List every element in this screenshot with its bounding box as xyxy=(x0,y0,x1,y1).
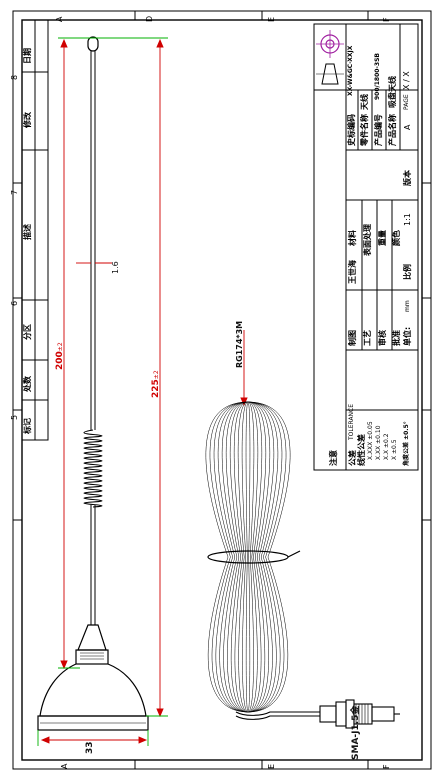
magnetic-base xyxy=(37,624,149,731)
ruler-col-top-e: E xyxy=(267,16,276,22)
ruler-col-bottom-f: F xyxy=(382,764,391,769)
revision-modify-label: 修改 xyxy=(23,112,32,128)
revision-block xyxy=(21,19,49,441)
angle-tolerance: 角度公差 ±0.5° xyxy=(403,421,410,466)
page-value: X / X xyxy=(402,71,411,90)
approve-label: 批准 xyxy=(392,330,401,346)
unit-label: 单位: xyxy=(403,326,412,346)
revision-fileno-label: 处数 xyxy=(23,376,32,392)
sheet-frame xyxy=(12,10,432,770)
extension-lines xyxy=(37,37,168,746)
drawn-value: 王世海 xyxy=(348,260,357,284)
dim-total-label: 225±2 xyxy=(151,370,161,398)
dim-whip-tol: ±2 xyxy=(57,342,64,352)
tolerance-3: X ±0.5 xyxy=(391,439,398,460)
product-name-label: 产品名称 xyxy=(388,114,397,146)
part-name-label: 零件名称 xyxy=(360,114,369,146)
ruler-col-top-a: A xyxy=(55,16,64,22)
scale-value: 1:1 xyxy=(403,213,412,226)
part-name-value: 天线 xyxy=(360,94,369,110)
revision-mark-label: 标记 xyxy=(23,418,32,434)
cable-lead xyxy=(235,711,320,720)
dim-rod-label: 1.6 xyxy=(111,261,120,274)
product-name-value: 吸盘天线 xyxy=(388,76,397,108)
color-label: 颜色 xyxy=(392,230,401,246)
dim-whip-label: 200±2 xyxy=(55,342,65,370)
ruler-row-5: 5 xyxy=(10,414,19,420)
ruler-col-top-d: D xyxy=(145,15,154,22)
ruler-col-bottom-e: E xyxy=(267,763,276,769)
revision-zone-label: 分区 xyxy=(23,324,32,340)
note-label: 注意 xyxy=(329,450,338,466)
product-no-label: 产品编号 xyxy=(374,114,383,146)
revision-date-label: 日期 xyxy=(23,48,32,64)
product-no-value: 900/1800-3SB xyxy=(374,53,381,100)
title-block xyxy=(313,23,419,471)
drawn-label: 制图 xyxy=(348,330,357,346)
tolerance-title: TOLERANCE xyxy=(348,403,355,440)
dimension-lines xyxy=(40,38,248,744)
scale-label: 比例 xyxy=(403,264,412,280)
tolerance-label: 公差 xyxy=(348,450,357,466)
tolerance-1: X.XX ±0.10 xyxy=(375,425,382,460)
tolerance-2: X.X ±0.2 xyxy=(383,433,390,460)
sma-connector xyxy=(319,699,400,729)
revision-description-label: 描述 xyxy=(23,224,32,240)
coiled-cable xyxy=(205,401,291,713)
dim-total-value: 225 xyxy=(151,379,161,398)
check-label: 审核 xyxy=(378,330,387,346)
cable-tie xyxy=(207,550,301,564)
dim-total-tol: ±2 xyxy=(153,370,160,380)
unit-value: mm xyxy=(404,300,411,312)
tolerance-0: X.XXX ±0.05 xyxy=(367,421,374,460)
ruler-row-8: 8 xyxy=(10,74,19,80)
version-value: A xyxy=(403,124,412,130)
ruler-col-top-f: F xyxy=(382,17,391,22)
drawing-no-value: XX-W&GC-XXJX xyxy=(347,45,354,96)
drawing-no-label: 史标编码 xyxy=(347,114,356,146)
ruler-row-6: 6 xyxy=(10,300,19,306)
ruler-col-bottom-a: A xyxy=(60,763,69,769)
projection-symbol xyxy=(316,30,344,85)
page-label: PAGE xyxy=(403,94,410,110)
version-label: 版本 xyxy=(403,170,412,186)
dim-base-label: 33 xyxy=(85,741,95,754)
craft-label: 工艺 xyxy=(363,330,372,346)
surface-label: 表面处理 xyxy=(363,224,372,256)
cable-label: RG174*3M xyxy=(235,320,244,368)
weight-label: 重量 xyxy=(378,230,387,246)
ruler-row-7: 7 xyxy=(10,189,19,195)
antenna-whip xyxy=(83,36,103,625)
connector-label: SMA-J1.5金 xyxy=(351,705,361,760)
dim-whip-value: 200 xyxy=(55,351,65,370)
material-label: 材料 xyxy=(348,230,357,246)
dim-tol-label: 线性公差 xyxy=(357,434,366,466)
